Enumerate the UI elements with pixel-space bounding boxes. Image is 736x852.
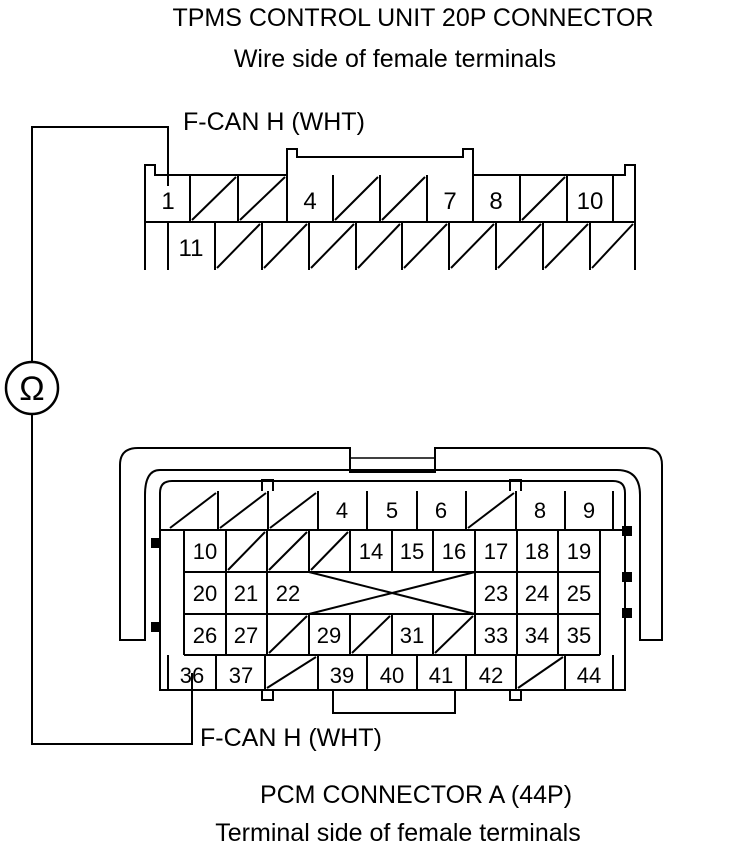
pcm-terminal-34: 34 (525, 623, 549, 648)
pcm-terminal-20: 20 (193, 581, 217, 606)
pcm-terminal-26: 26 (193, 623, 217, 648)
pcm-terminal-4: 4 (336, 498, 348, 523)
pcm-terminal-17: 17 (484, 539, 508, 564)
top-connector-subtitle: Wire side of female terminals (234, 45, 556, 73)
pcm-terminal-22: 22 (276, 581, 300, 606)
pcm-connector-title: PCM CONNECTOR A (44P) (260, 781, 572, 809)
bottom-wire-label: F-CAN H (WHT) (200, 724, 382, 752)
lead-to-pcm-terminal-36 (31, 415, 193, 745)
top-terminal-4: 4 (303, 188, 316, 215)
pcm-terminal-39: 39 (330, 663, 354, 688)
pcm-terminal-24: 24 (525, 581, 549, 606)
pcm-connector-body (159, 480, 626, 691)
pcm-terminal-23: 23 (484, 581, 508, 606)
pcm-terminal-37: 37 (229, 663, 253, 688)
pcm-terminal-9: 9 (583, 498, 595, 523)
pcm-terminal-31: 31 (400, 623, 424, 648)
test-leads (31, 126, 193, 745)
top-terminal-8: 8 (489, 188, 502, 215)
top-terminal-11: 11 (179, 235, 204, 262)
pcm-terminal-6: 6 (435, 498, 447, 523)
pcm-terminal-10: 10 (193, 539, 217, 564)
pcm-terminal-27: 27 (234, 623, 258, 648)
pcm-lock-marks (151, 526, 632, 632)
pcm-connector-subtitle: Terminal side of female terminals (215, 819, 580, 847)
pcm-connector-labels: 4 5 6 8 9 10 14 15 16 17 18 19 20 21 22 … (180, 498, 601, 688)
pcm-terminal-36: 36 (180, 663, 204, 688)
pcm-terminal-42: 42 (479, 663, 503, 688)
pcm-terminal-8: 8 (534, 498, 546, 523)
pcm-terminal-29: 29 (317, 623, 341, 648)
top-connector-labels: 1 4 7 8 10 11 (161, 188, 603, 262)
ohmmeter-icon: Ω (4, 360, 60, 416)
pcm-terminal-21: 21 (234, 581, 258, 606)
pcm-terminal-33: 33 (484, 623, 508, 648)
pcm-terminal-16: 16 (442, 539, 466, 564)
pcm-terminal-14: 14 (359, 539, 383, 564)
top-connector-housing (144, 148, 636, 270)
top-connector-title: TPMS CONTROL UNIT 20P CONNECTOR (172, 4, 653, 32)
pcm-terminal-40: 40 (380, 663, 404, 688)
top-terminal-7: 7 (443, 188, 456, 215)
pcm-terminal-19: 19 (567, 539, 591, 564)
top-terminal-10: 10 (577, 188, 604, 215)
pcm-terminal-5: 5 (386, 498, 398, 523)
pcm-terminal-44: 44 (577, 663, 601, 688)
top-connector (144, 148, 636, 270)
ohm-symbol: Ω (19, 370, 44, 408)
pcm-terminal-41: 41 (429, 663, 453, 688)
top-wire-label: F-CAN H (WHT) (183, 108, 365, 136)
pcm-terminal-18: 18 (525, 539, 549, 564)
pcm-terminal-15: 15 (400, 539, 424, 564)
pcm-terminal-25: 25 (567, 581, 591, 606)
pcm-terminal-35: 35 (567, 623, 591, 648)
pcm-connector (119, 447, 663, 714)
top-terminal-1: 1 (161, 188, 174, 215)
pcm-connector-shell (119, 447, 663, 641)
lead-to-top-terminal-1 (31, 126, 169, 362)
